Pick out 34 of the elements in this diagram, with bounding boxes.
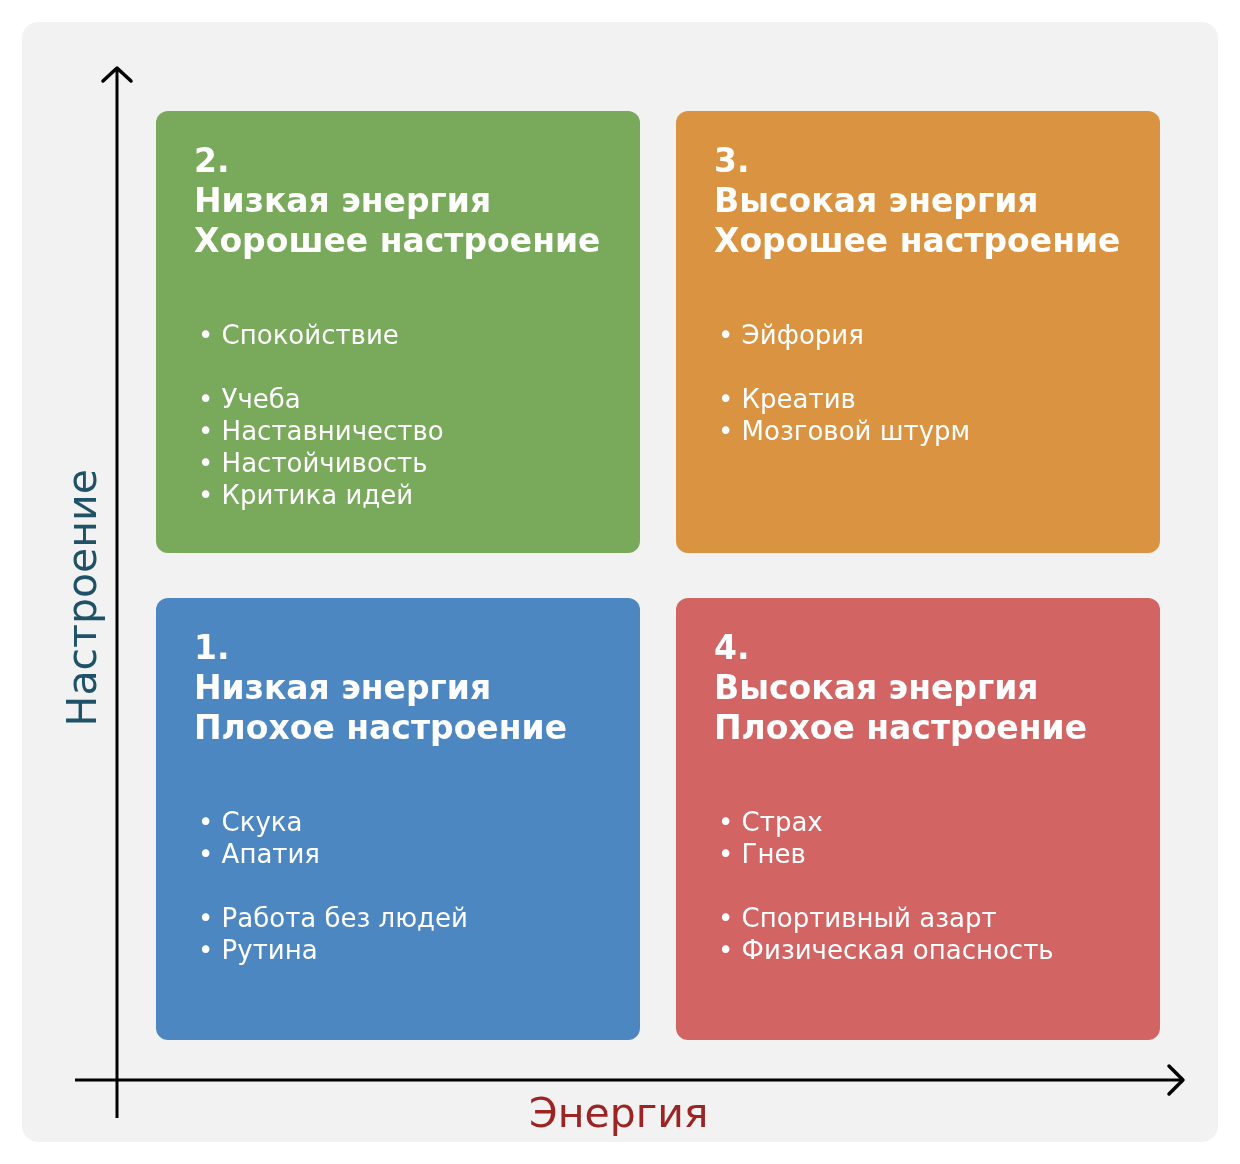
- list-item: • Эйфория: [718, 319, 864, 351]
- quadrant-heading: Низкая энергия: [194, 668, 492, 708]
- quadrant-number: 4.: [714, 628, 750, 668]
- y-axis-label: Настроение: [59, 469, 105, 727]
- list-item: • Скука: [198, 806, 303, 838]
- quadrant-number: 3.: [714, 141, 750, 181]
- list-item: • Страх: [718, 806, 823, 838]
- list-item: • Спокойствие: [198, 319, 399, 351]
- quadrant-number: 1.: [194, 628, 230, 668]
- list-item: • Настойчивость: [198, 447, 428, 479]
- quadrant-heading: Хорошее настроение: [714, 221, 1121, 261]
- list-item: • Физическая опасность: [718, 934, 1054, 966]
- list-item: • Работа без людей: [198, 902, 468, 934]
- list-item: • Мозговой штурм: [718, 415, 971, 447]
- quadrant-heading: Высокая энергия: [714, 668, 1039, 708]
- quadrant-heading: Плохое настроение: [194, 708, 568, 748]
- list-item: • Спортивный азарт: [718, 902, 997, 934]
- list-item: • Рутина: [198, 934, 318, 966]
- list-item: • Критика идей: [198, 479, 414, 511]
- x-axis-label: Энергия: [529, 1090, 709, 1136]
- quadrant-heading: Низкая энергия: [194, 181, 492, 221]
- quadrant-number: 2.: [194, 141, 230, 181]
- quadrant-box: [156, 111, 640, 553]
- quadrant-heading: Хорошее настроение: [194, 221, 601, 261]
- quadrant-box: [676, 111, 1160, 553]
- list-item: • Апатия: [198, 838, 320, 870]
- quadrant-box: [676, 598, 1160, 1040]
- quadrant-heading: Высокая энергия: [714, 181, 1039, 221]
- list-item: • Наставничество: [198, 415, 444, 447]
- list-item: • Гнев: [718, 838, 806, 870]
- list-item: • Учеба: [198, 383, 301, 415]
- quadrant-box: [156, 598, 640, 1040]
- quadrant-heading: Плохое настроение: [714, 708, 1088, 748]
- list-item: • Креатив: [718, 383, 856, 415]
